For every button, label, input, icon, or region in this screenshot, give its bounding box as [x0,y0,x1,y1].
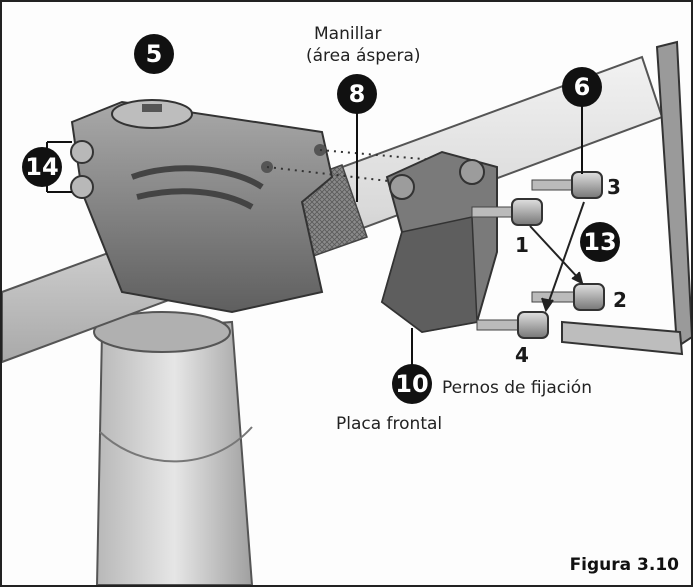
callout-5: 5 [134,34,174,74]
faceplate-label: Placa frontal [336,414,442,434]
svg-text:5: 5 [146,40,163,68]
handlebar-label-line2: (área áspera) [306,46,421,66]
svg-text:13: 13 [583,228,616,256]
step-1: 1 [515,233,529,257]
svg-text:8: 8 [349,80,366,108]
callout-14: 14 [22,147,62,187]
callout-13: 13 [580,222,620,262]
bolt-2 [532,284,604,310]
step-4: 4 [515,343,529,367]
svg-text:14: 14 [25,153,58,181]
bolts-label: Pernos de fijación [442,378,592,398]
callout-6: 6 [562,67,602,107]
head-tube [94,312,252,585]
svg-text:6: 6 [574,73,591,101]
callout-10: 10 [392,364,432,404]
step-2: 2 [613,288,627,312]
figure-caption: Figura 3.10 [570,555,679,575]
handlebar-label-line1: Manillar [314,24,381,44]
bolt-3 [532,172,602,198]
bolt-4 [477,312,548,338]
step-3: 3 [607,175,621,199]
callout-8: 8 [337,74,377,114]
svg-text:10: 10 [395,370,428,398]
faceplate [382,152,497,332]
